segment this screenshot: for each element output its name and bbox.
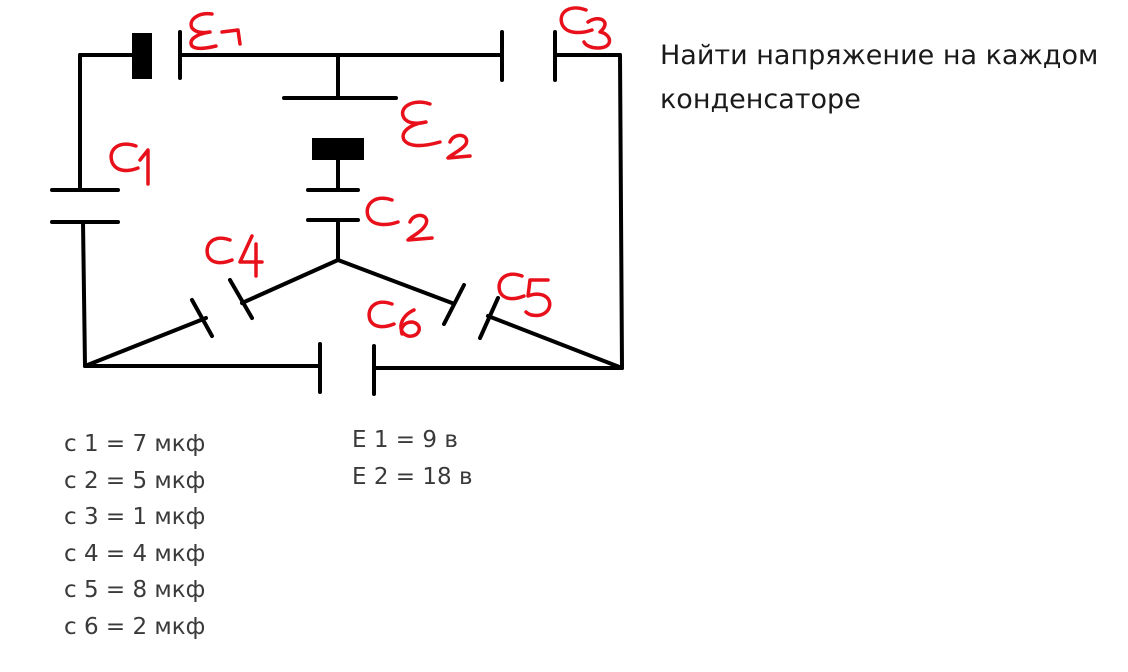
capacitor-c4-plate-lower (190, 298, 214, 338)
handwritten-label-c6 (367, 300, 421, 338)
wire-left-lower (81, 220, 87, 368)
capacitance-c6: c 6 = 2 мкф (64, 613, 206, 640)
wire-c5-right (486, 314, 624, 370)
wire-c4-left (83, 316, 208, 368)
capacitor-c5 (442, 283, 500, 340)
capacitor-c1 (50, 188, 120, 224)
task-statement: Найти напряжение на каждом конденсаторе (660, 34, 1120, 122)
emf-e1: E 1 = 9 в (352, 427, 458, 453)
emf-list: E 1 = 9 в E 2 = 18 в (352, 422, 473, 495)
capacitor-c4 (190, 278, 254, 338)
handwritten-label-e2 (400, 100, 472, 160)
wire-right (618, 53, 624, 370)
battery-e1 (132, 30, 182, 80)
handwritten-label-c2 (365, 196, 434, 242)
wires (78, 53, 624, 370)
battery-e2-short-plate (312, 138, 364, 160)
capacitance-c2: c 2 = 5 мкф (64, 467, 206, 494)
capacitor-c5-plate-left (442, 283, 466, 326)
capacitance-c4: c 4 = 4 мкф (64, 540, 206, 567)
handwritten-label-c1 (109, 142, 150, 186)
handwritten-label-c3 (559, 6, 612, 50)
capacitor-c3 (500, 30, 557, 82)
task-line-2: конденсаторе (660, 84, 861, 115)
emf-e2: E 2 = 18 в (352, 463, 473, 490)
task-line-1: Найти напряжение на каждом (660, 40, 1099, 71)
wire-star-c4 (240, 258, 340, 305)
handwritten-labels (109, 6, 612, 338)
battery-e2 (282, 96, 398, 160)
capacitance-c5: c 5 = 8 мкф (64, 577, 206, 603)
handwritten-label-e1 (189, 11, 242, 51)
capacitor-c4-plate-upper (228, 278, 254, 320)
capacitance-c1: c 1 = 7 мкф (64, 431, 206, 457)
capacitance-c3: c 3 = 1 мкф (64, 504, 206, 530)
wire-star-c5 (336, 258, 454, 305)
handwritten-label-c4 (205, 234, 264, 278)
handwritten-label-c5 (497, 272, 552, 318)
battery-e1-negative-plate (132, 33, 152, 79)
capacitance-list: c 1 = 7 мкф c 2 = 5 мкф c 3 = 1 мкф c 4 … (64, 426, 205, 645)
capacitor-c5-plate-right (478, 296, 500, 340)
capacitor-c2 (306, 188, 360, 222)
capacitor-c6 (318, 342, 376, 396)
